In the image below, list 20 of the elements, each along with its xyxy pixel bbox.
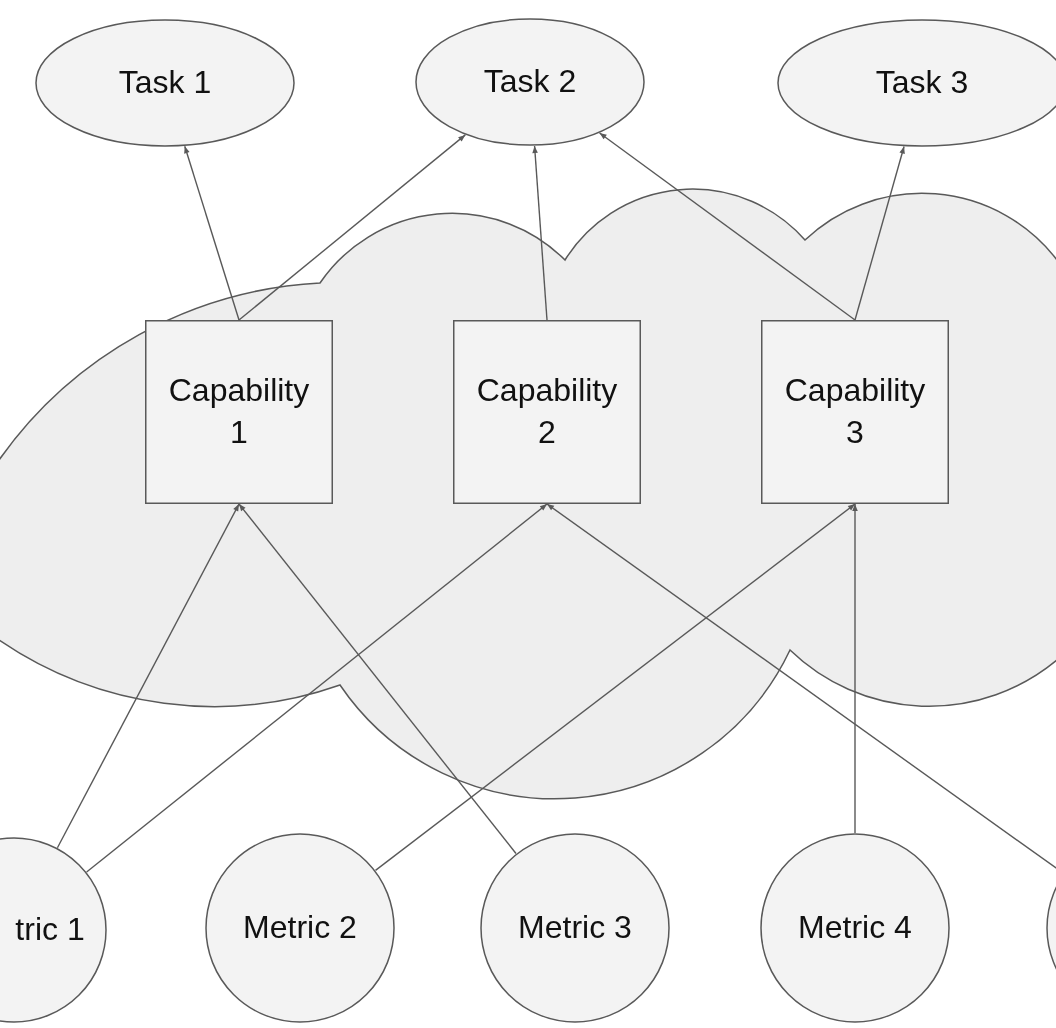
arrow bbox=[532, 145, 548, 321]
arrow bbox=[238, 503, 517, 855]
node-label: Metric 4 bbox=[797, 908, 913, 948]
arrow bbox=[852, 503, 858, 834]
node-label: Metric 3 bbox=[517, 908, 633, 948]
arrow bbox=[854, 145, 905, 321]
node-label: Capability 1 bbox=[167, 371, 311, 452]
arrow bbox=[56, 503, 240, 849]
arrow bbox=[184, 145, 240, 321]
arrow bbox=[238, 134, 466, 321]
node-label: tric 1 bbox=[14, 910, 86, 950]
node-label: Capability 2 bbox=[475, 371, 619, 452]
node-label: Task 1 bbox=[117, 63, 213, 103]
node-label: Metric 2 bbox=[242, 908, 358, 948]
node-label: Capability 3 bbox=[783, 371, 927, 452]
node-label: Task 2 bbox=[482, 62, 578, 102]
arrow bbox=[374, 503, 856, 872]
node-label: Task 3 bbox=[874, 63, 970, 103]
arrow bbox=[85, 503, 548, 873]
arrow bbox=[598, 132, 856, 321]
